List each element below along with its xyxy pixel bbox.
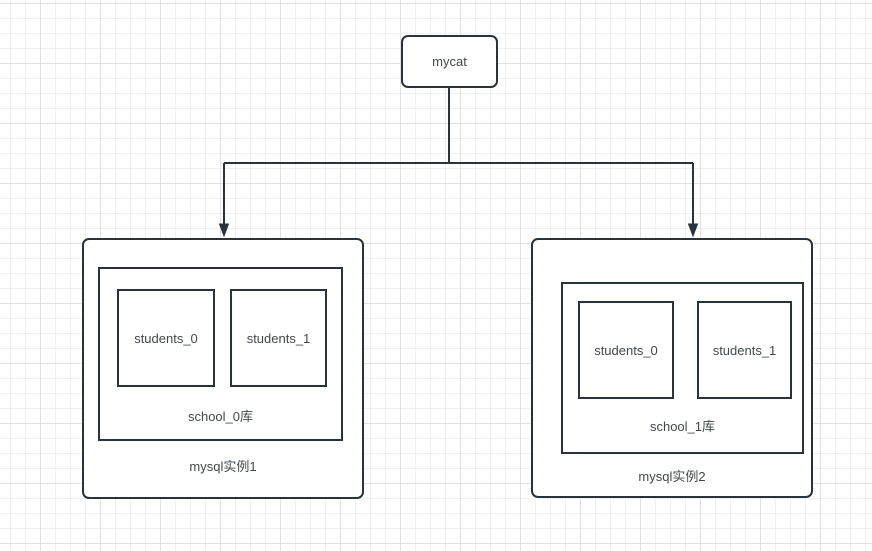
instance-label: mysql实例1: [189, 459, 257, 474]
mycat-node: mycat: [401, 35, 498, 88]
table-label: students_1: [712, 342, 777, 358]
mycat-label: mycat: [432, 54, 467, 69]
instance-label: mysql实例2: [638, 469, 706, 484]
database-label: school_0库: [187, 409, 254, 424]
arrowhead-down-right-icon: [687, 223, 699, 238]
table-label: students_0: [134, 330, 198, 346]
table-label: students_1: [246, 330, 311, 346]
table-node: students_0: [578, 301, 674, 399]
table-node: students_1: [230, 289, 327, 387]
table-node: students_1: [697, 301, 792, 399]
table-node: students_0: [117, 289, 215, 387]
table-label: students_0: [594, 342, 658, 358]
database-label: school_1库: [649, 419, 716, 434]
arrowhead-down-left-icon: [218, 223, 230, 238]
